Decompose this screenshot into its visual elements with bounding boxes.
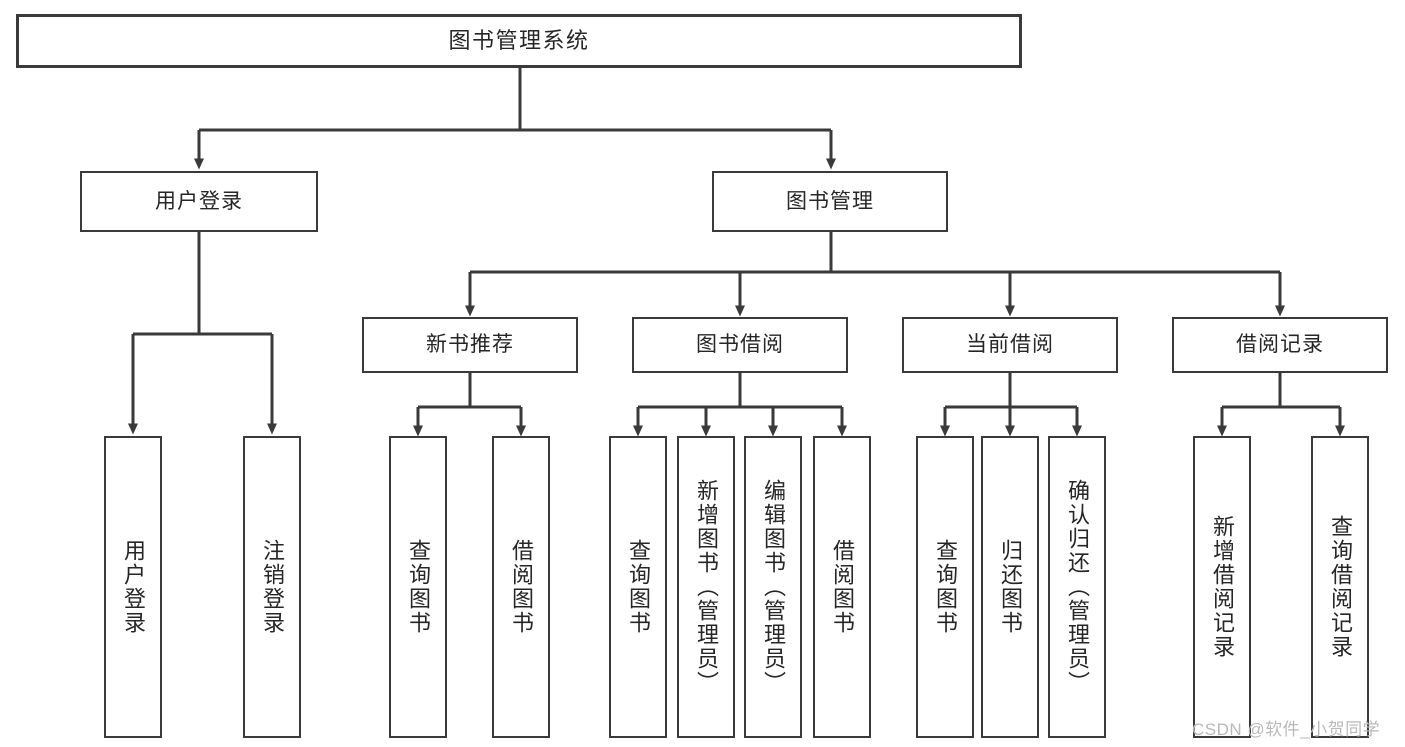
node-label: 注销登录 [259, 539, 285, 635]
node-new-book-recommend[interactable]: 新书推荐 [362, 317, 578, 373]
node-label: 图书管理系统 [448, 27, 590, 53]
leaf-record-query-record[interactable]: 查询借阅记录 [1311, 436, 1369, 738]
node-user-login[interactable]: 用户登录 [80, 171, 318, 232]
leaf-borrow-borrow-book[interactable]: 借阅图书 [813, 436, 871, 738]
leaf-borrow-query-book[interactable]: 查询图书 [609, 436, 667, 738]
node-borrow-record[interactable]: 借阅记录 [1172, 317, 1388, 373]
node-label: 查询图书 [625, 539, 651, 635]
watermark: CSDN @软件_小贺同学 [1192, 720, 1381, 739]
leaf-borrow-edit-book-admin[interactable]: 编辑图书（管理员） [744, 436, 802, 738]
node-book-borrow[interactable]: 图书借阅 [632, 317, 848, 373]
node-label: 借阅图书 [829, 539, 855, 635]
node-label: 查询图书 [405, 539, 431, 635]
leaf-recommend-borrow-book[interactable]: 借阅图书 [492, 436, 550, 738]
leaf-current-query-book[interactable]: 查询图书 [916, 436, 974, 738]
node-label: 当前借阅 [966, 333, 1054, 357]
leaf-current-return-book[interactable]: 归还图书 [981, 436, 1039, 738]
node-label: 图书管理 [786, 189, 874, 213]
leaf-recommend-query-book[interactable]: 查询图书 [389, 436, 447, 738]
node-label: 确认归还（管理员） [1064, 479, 1090, 695]
node-label: 新增借阅记录 [1209, 515, 1235, 659]
node-label: 借阅记录 [1236, 333, 1324, 357]
node-label: 用户登录 [120, 539, 146, 635]
node-book-management[interactable]: 图书管理 [712, 171, 948, 232]
leaf-borrow-add-book-admin[interactable]: 新增图书（管理员） [677, 436, 735, 738]
node-label: 用户登录 [155, 189, 243, 213]
node-root-library-system[interactable]: 图书管理系统 [16, 14, 1022, 68]
node-label: 编辑图书（管理员） [760, 479, 786, 695]
node-label: 查询借阅记录 [1327, 515, 1353, 659]
node-label: 借阅图书 [508, 539, 534, 635]
leaf-current-confirm-return-admin[interactable]: 确认归还（管理员） [1048, 436, 1106, 738]
node-label: 图书借阅 [696, 333, 784, 357]
node-label: 归还图书 [997, 539, 1023, 635]
leaf-record-add-record[interactable]: 新增借阅记录 [1193, 436, 1251, 738]
leaf-user-login-login[interactable]: 用户登录 [104, 436, 162, 738]
node-label: 查询图书 [932, 539, 958, 635]
leaf-user-login-logout[interactable]: 注销登录 [243, 436, 301, 738]
node-label: 新书推荐 [426, 333, 514, 357]
node-current-borrow[interactable]: 当前借阅 [902, 317, 1118, 373]
node-label: 新增图书（管理员） [693, 479, 719, 695]
